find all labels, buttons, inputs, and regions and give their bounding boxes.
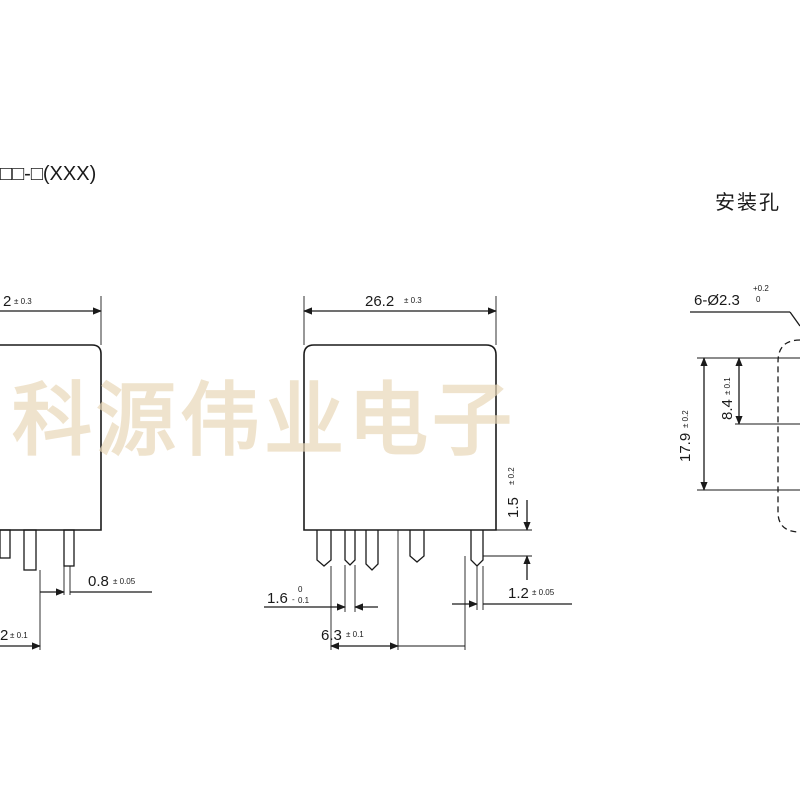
mounting-hole-view: 6-Ø2.3 +0.2 0 8.4 ± 0.1 17.9 ± 0.2 — [677, 284, 800, 533]
pin-spacing-tol: ± 0.1 — [346, 630, 364, 639]
pin-width-tol-lower: 0.1 — [298, 596, 310, 605]
width-tol: ± 0.3 — [404, 296, 422, 305]
pin-d — [409, 530, 425, 563]
left-relay-body — [0, 344, 102, 531]
hole-diameter-tol-lower: 0 — [756, 295, 761, 304]
pin-width-tol-upper: 0 — [298, 585, 303, 594]
left-pin-thickness-tol: ± 0.05 — [113, 577, 136, 586]
pin-width-value: 1.6 — [267, 590, 288, 607]
width-value: 26.2 — [365, 293, 394, 310]
left-pin-pitch-tol: ± 0.1 — [10, 631, 28, 640]
watermark: 科源伟业电子 — [12, 374, 516, 467]
hole-pitch-a-value: 8.4 — [719, 399, 736, 420]
hole-diameter-tol-upper: +0.2 — [753, 284, 769, 293]
protrusion-tol: ± 0.2 — [507, 467, 516, 485]
left-view: 2 ± 0.3 0.8 ± 0.05 2 ± 0.1 — [0, 293, 152, 650]
pin-a — [316, 530, 332, 567]
pin-b — [344, 530, 356, 566]
hole-outline-dashed — [777, 339, 800, 533]
middle-view: 26.2 ± 0.3 1.5 ± 0.2 1.6 - 0 0.1 6.3 ± 0… — [264, 293, 572, 650]
left-pin-1 — [0, 529, 11, 559]
hole-pitch-b-value: 17.9 — [677, 433, 694, 462]
protrusion-value: 1.5 — [505, 497, 522, 518]
hole-pitch-b-tol: ± 0.2 — [681, 410, 690, 428]
left-pin-thickness-value: 0.8 — [88, 573, 109, 590]
pin-e — [470, 530, 484, 567]
hole-diameter-value: 6-Ø2.3 — [694, 292, 740, 309]
model-code: □□-□(XXX) — [0, 163, 96, 185]
pin-thickness-value: 1.2 — [508, 585, 529, 602]
left-width-value: 2 — [3, 293, 11, 310]
hole-pitch-a-tol: ± 0.1 — [723, 377, 732, 395]
left-width-tol: ± 0.3 — [14, 297, 32, 306]
left-pin-pitch-value: 2 — [0, 627, 8, 644]
pin-spacing-value: 6.3 — [321, 627, 342, 644]
left-pin-3 — [63, 529, 75, 567]
mounting-hole-label: 安装孔 — [715, 190, 781, 214]
pin-thickness-tol: ± 0.05 — [532, 588, 555, 597]
left-pin-2 — [23, 529, 37, 571]
pin-width-minus: - — [292, 595, 295, 604]
pin-c — [365, 530, 379, 571]
